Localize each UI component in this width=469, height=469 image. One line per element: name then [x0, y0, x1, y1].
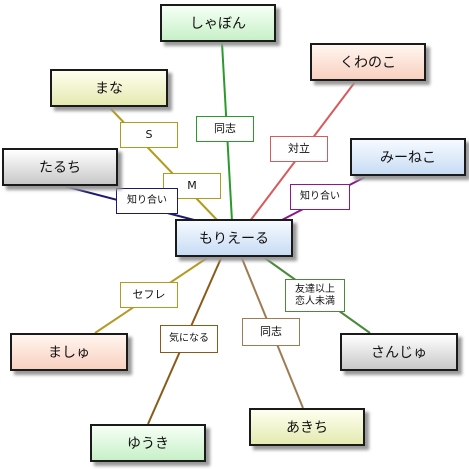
edge-label-mana-s: S [120, 122, 178, 148]
node-mashu[interactable]: ましゅ [10, 333, 128, 371]
edge-label-sanjuu: 友達以上 恋人未満 [285, 279, 345, 312]
node-akichi[interactable]: あきち [249, 408, 365, 446]
node-center-morieru[interactable]: もりえーる [175, 219, 293, 257]
node-mana-label: まな [95, 81, 123, 97]
node-center-label: もりえーる [199, 231, 269, 247]
node-taruchi-label: たるち [39, 160, 81, 176]
node-yuuki-label: ゆうき [127, 436, 169, 452]
node-miineko[interactable]: みーねこ [350, 138, 466, 176]
node-kuwanoko[interactable]: くわのこ [310, 43, 426, 81]
edge-label-yuuki: 気になる [160, 325, 218, 353]
node-miineko-label: みーねこ [380, 150, 436, 166]
edge-label-sanjuu-line2: 恋人未満 [295, 295, 335, 307]
edge-label-taruchi-text: 知り合い [127, 195, 167, 206]
node-mashu-label: ましゅ [48, 345, 90, 361]
node-taruchi[interactable]: たるち [2, 148, 118, 186]
node-yuuki[interactable]: ゆうき [90, 424, 206, 462]
edge-label-kuwanoko: 対立 [270, 136, 328, 162]
node-akichi-label: あきち [286, 420, 328, 436]
edge-label-mana-s-text: S [145, 128, 153, 141]
edge-label-sanjuu-line1: 友達以上 [295, 283, 335, 295]
node-sanjuu[interactable]: さんじゅ [340, 333, 458, 371]
edge-label-shabon: 同志 [196, 116, 254, 142]
edge-label-akichi: 同志 [242, 318, 300, 346]
node-kuwanoko-label: くわのこ [340, 55, 396, 71]
node-mana[interactable]: まな [50, 69, 168, 107]
node-shabon-label: しゃぼん [190, 16, 246, 32]
edge-label-yuuki-text: 気になる [169, 333, 209, 344]
edge-label-kuwanoko-text: 対立 [288, 142, 310, 155]
edge-label-mashu-text: セフレ [132, 288, 166, 301]
edge-label-taruchi: 知り合い [116, 188, 178, 214]
edge-label-mashu: セフレ [120, 282, 178, 308]
edge-label-mana-m-text: M [187, 179, 197, 192]
edge-label-akichi-text: 同志 [260, 325, 282, 338]
node-shabon[interactable]: しゃぼん [160, 4, 276, 42]
edge-label-miineko-text: 知り合い [300, 191, 340, 202]
edge-label-shabon-text: 同志 [214, 122, 236, 135]
edge-label-miineko: 知り合い [290, 184, 350, 210]
node-sanjuu-label: さんじゅ [371, 345, 427, 361]
